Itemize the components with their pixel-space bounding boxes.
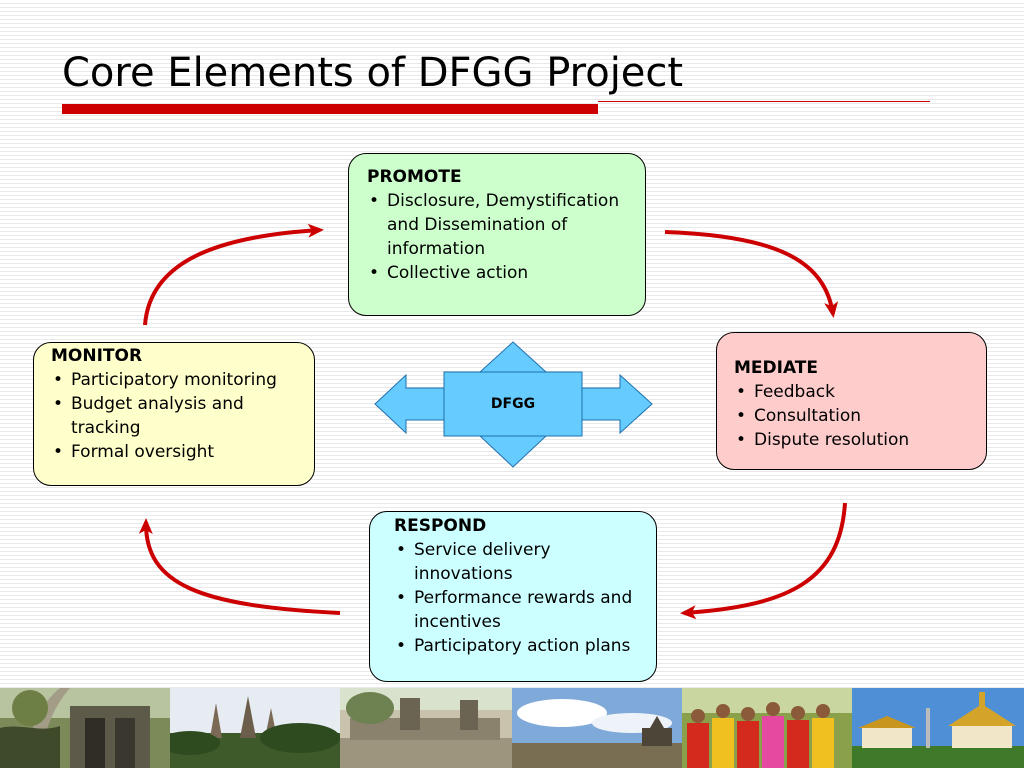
- photo-strip: [0, 688, 1024, 768]
- promote-box: PROMOTE • Disclosure, Demystification and…: [348, 153, 646, 316]
- title-underline-rule: [598, 101, 930, 102]
- bullet-icon: •: [53, 394, 64, 414]
- bullet-icon: •: [369, 263, 380, 283]
- monitor-list: • Participatory monitoring • Budget analys…: [51, 368, 306, 464]
- mediate-item: • Feedback: [734, 380, 976, 404]
- monitor-item-text: Budget analysis and tracking: [71, 394, 244, 438]
- bullet-icon: •: [736, 430, 747, 450]
- respond-item-text: Participatory action plans: [414, 636, 631, 656]
- bullet-icon: •: [53, 442, 64, 462]
- arrow-respond-to-monitor: [138, 518, 341, 615]
- bullet-icon: •: [53, 370, 64, 390]
- photo-stone-terrace: [340, 688, 512, 768]
- respond-item: • Performance rewards and incentives: [394, 586, 648, 634]
- bullet-icon: •: [736, 382, 747, 402]
- promote-item-text: Disclosure, Demystification and Dissemin…: [387, 191, 620, 259]
- mediate-list: • Feedback • Consultation • Dispute resolut…: [734, 380, 976, 452]
- monitor-item-text: Formal oversight: [71, 442, 215, 462]
- monitor-title: MONITOR: [51, 346, 143, 366]
- slide-title: Core Elements of DFGG Project: [62, 50, 684, 96]
- mediate-item-text: Consultation: [754, 406, 862, 426]
- monitor-item: • Budget analysis and tracking: [51, 392, 306, 440]
- arrow-monitor-to-promote: [143, 223, 324, 326]
- promote-title: PROMOTE: [367, 167, 462, 187]
- respond-item: • Participatory action plans: [394, 634, 648, 658]
- respond-item-text: Performance rewards and incentives: [414, 588, 633, 632]
- mediate-item-text: Dispute resolution: [754, 430, 910, 450]
- photo-royal-palace: [852, 688, 1024, 768]
- monitor-item: • Formal oversight: [51, 440, 306, 464]
- photo-temple-ruins: [0, 688, 170, 768]
- mediate-item-text: Feedback: [754, 382, 835, 402]
- monitor-box: MONITOR • Participatory monitoring • Budge…: [33, 342, 315, 486]
- respond-list: • Service delivery innovations • Performan…: [394, 538, 648, 658]
- monitor-item-text: Participatory monitoring: [71, 370, 277, 390]
- bullet-icon: •: [396, 540, 407, 560]
- photo-temple-towers: [170, 688, 340, 768]
- mediate-item: • Dispute resolution: [734, 428, 976, 452]
- dfgg-label: DFGG: [490, 396, 536, 412]
- bullet-icon: •: [736, 406, 747, 426]
- bullet-icon: •: [396, 636, 407, 656]
- promote-item: • Disclosure, Demystification and Dissemi…: [367, 189, 635, 261]
- photo-temple-towers-image: [170, 688, 340, 768]
- photo-temple-horizon: [512, 688, 682, 768]
- bullet-icon: •: [396, 588, 407, 608]
- bullet-icon: •: [369, 191, 380, 211]
- respond-box: RESPOND • Service delivery innovations • P…: [369, 511, 657, 682]
- photo-stone-terrace-image: [340, 688, 512, 768]
- respond-title: RESPOND: [394, 516, 487, 536]
- photo-costumed-group-image: [682, 688, 852, 768]
- promote-item-text: Collective action: [387, 263, 529, 283]
- respond-item: • Service delivery innovations: [394, 538, 648, 586]
- mediate-box: MEDIATE • Feedback • Consultation • Dispute…: [716, 332, 987, 470]
- monitor-item: • Participatory monitoring: [51, 368, 306, 392]
- respond-item-text: Service delivery innovations: [414, 540, 551, 584]
- photo-temple-horizon-image: [512, 688, 682, 768]
- promote-item: • Collective action: [367, 261, 635, 285]
- arrow-promote-to-mediate: [664, 230, 839, 318]
- photo-temple-ruins-image: [0, 688, 170, 768]
- title-accent-bar: [62, 104, 598, 114]
- promote-list: • Disclosure, Demystification and Dissemi…: [367, 189, 635, 285]
- mediate-title: MEDIATE: [734, 358, 819, 378]
- photo-costumed-group: [682, 688, 852, 768]
- mediate-item: • Consultation: [734, 404, 976, 428]
- arrow-mediate-to-respond: [680, 502, 847, 620]
- photo-royal-palace-image: [852, 688, 1024, 768]
